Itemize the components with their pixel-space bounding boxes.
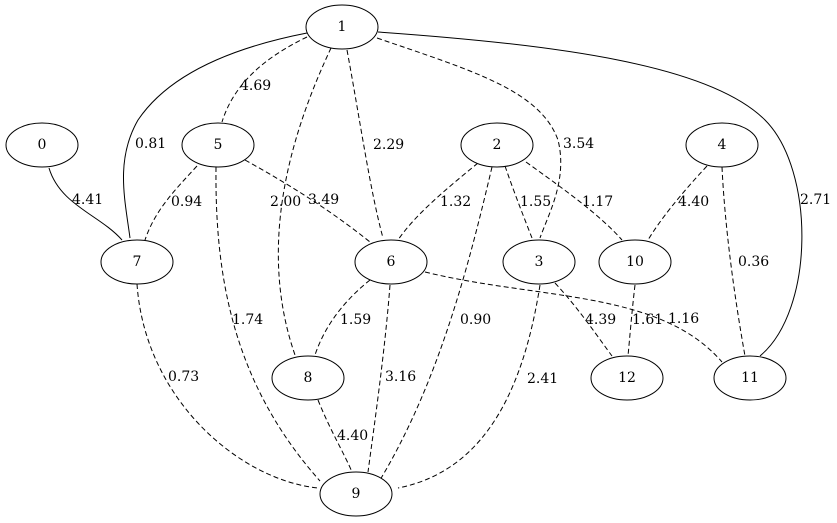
node-label-10: 10 (626, 254, 644, 270)
edge-5-9 (215, 166, 321, 482)
node-label-9: 9 (352, 486, 361, 502)
edge-8-9 (317, 399, 353, 473)
node-9: 9 (319, 471, 393, 517)
edges: 4.69 0.81 2.00 2.29 3.54 2.71 4.41 0.94 … (48, 31, 831, 489)
node-6: 6 (354, 239, 428, 285)
edge-label-5-6: 3.49 (308, 192, 339, 208)
edge-label-4-11: 0.36 (738, 254, 769, 270)
edge-10-12 (627, 284, 636, 357)
edge-7-9 (136, 283, 319, 489)
node-7: 7 (100, 239, 174, 285)
edge-5-6 (244, 159, 371, 243)
node-label-2: 2 (493, 137, 502, 153)
node-label-1: 1 (338, 19, 347, 35)
edge-2-3 (504, 165, 533, 239)
edge-3-12 (554, 282, 613, 357)
edge-label-2-6: 1.32 (440, 194, 471, 210)
edge-0-7 (48, 167, 123, 241)
edge-label-1-7: 0.81 (135, 136, 166, 152)
edge-6-9 (367, 284, 391, 473)
node-label-0: 0 (38, 137, 47, 153)
edge-1-6 (346, 49, 384, 239)
edge-label-6-8: 1.59 (340, 312, 371, 328)
node-0: 0 (5, 122, 79, 168)
edge-label-8-9: 4.40 (337, 428, 368, 444)
edge-label-2-10: 1.17 (582, 194, 613, 210)
edge-label-4-10: 4.40 (678, 194, 709, 210)
edge-label-6-9: 3.16 (385, 369, 416, 385)
node-label-8: 8 (304, 370, 313, 386)
node-label-12: 12 (618, 370, 636, 386)
edge-4-10 (647, 165, 708, 241)
edge-label-10-12: 1.61 (632, 312, 663, 328)
edge-label-1-5: 4.69 (240, 78, 271, 94)
edge-label-5-9: 1.74 (232, 312, 263, 328)
edge-6-11 (424, 271, 723, 363)
edge-label-6-11: 1.16 (668, 311, 699, 327)
edge-1-3 (376, 37, 562, 239)
edge-label-1-6: 2.29 (373, 137, 404, 153)
node-2: 2 (460, 122, 534, 168)
edge-1-8 (277, 47, 332, 356)
node-5: 5 (181, 122, 255, 168)
node-4: 4 (685, 122, 759, 168)
edge-label-1-8: 2.00 (270, 194, 301, 210)
node-label-11: 11 (741, 370, 759, 386)
edge-label-1-3: 3.54 (563, 136, 594, 152)
edge-label-7-9: 0.73 (168, 369, 199, 385)
node-label-7: 7 (133, 254, 142, 270)
node-12: 12 (590, 355, 664, 401)
edge-label-3-9: 2.41 (527, 371, 558, 387)
edge-5-7 (144, 165, 198, 241)
edge-3-9 (397, 284, 541, 489)
node-10: 10 (598, 239, 672, 285)
edge-label-1-11: 2.71 (800, 192, 831, 208)
node-label-5: 5 (214, 137, 223, 153)
node-label-3: 3 (535, 254, 544, 270)
edge-2-6 (397, 162, 479, 241)
edge-label-0-7: 4.41 (72, 192, 103, 208)
edge-2-10 (525, 161, 623, 241)
node-3: 3 (502, 239, 576, 285)
edge-label-2-9: 0.90 (460, 312, 491, 328)
edge-label-5-7: 0.94 (171, 194, 202, 210)
edge-4-11 (721, 166, 746, 357)
node-8: 8 (271, 355, 345, 401)
edge-label-3-12: 4.39 (585, 312, 616, 328)
node-1: 1 (305, 4, 379, 50)
edge-6-8 (314, 279, 371, 356)
nodes: 0 1 2 3 4 5 6 7 (5, 4, 787, 517)
edge-1-11 (377, 31, 803, 357)
node-11: 11 (713, 355, 787, 401)
node-label-6: 6 (387, 254, 396, 270)
edge-label-2-3: 1.55 (520, 194, 551, 210)
node-label-4: 4 (718, 137, 727, 153)
edge-1-7 (123, 32, 308, 239)
